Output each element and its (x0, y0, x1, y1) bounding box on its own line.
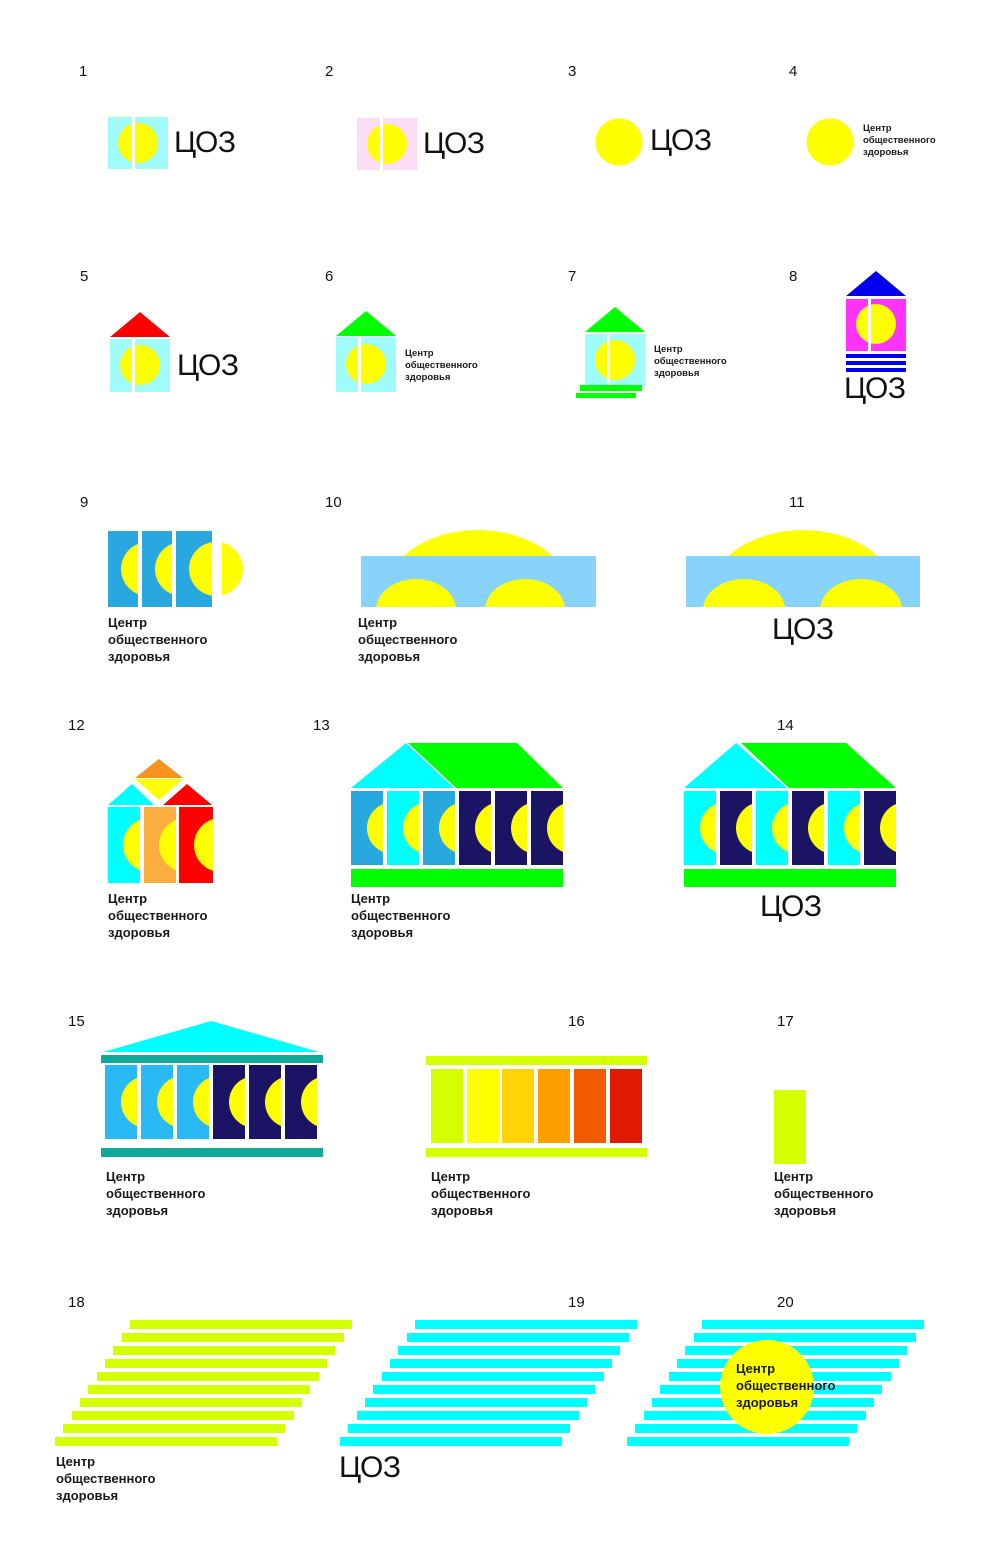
variant-number: 1 (79, 63, 88, 80)
variant-number: 6 (325, 268, 334, 285)
house-six-columns-icon (351, 743, 563, 887)
gradient-columns-icon (426, 1056, 647, 1157)
house-sun-icon (336, 311, 396, 392)
abbreviation-text: ЦОЗ (650, 124, 712, 157)
variant-number: 20 (777, 1294, 794, 1311)
abbreviation-text: ЦОЗ (339, 1451, 401, 1484)
abbreviation-text: ЦОЗ (177, 349, 239, 382)
single-column-icon (774, 1090, 806, 1164)
variant-number: 5 (80, 268, 89, 285)
variant-number: 16 (568, 1013, 585, 1030)
temple-columns-icon (101, 1021, 323, 1157)
abbreviation-text: ЦОЗ (772, 613, 834, 646)
bridge-sun-icon (686, 530, 920, 607)
bridge-sun-icon (361, 530, 596, 607)
window-sun-icon (108, 117, 168, 169)
window-sun-icon (357, 118, 417, 170)
variant-number: 10 (325, 494, 342, 511)
variant-number: 19 (568, 1294, 585, 1311)
variant-number: 3 (568, 63, 577, 80)
sun-circle-icon (595, 118, 643, 166)
variant-number: 7 (568, 268, 577, 285)
tower-sun-icon (846, 271, 906, 372)
variant-number: 17 (777, 1013, 794, 1030)
variant-number: 14 (777, 717, 794, 734)
variant-number: 11 (789, 494, 805, 511)
sun-circle-icon (806, 118, 854, 166)
house-three-columns-icon (108, 759, 213, 883)
stair-stripes-icon (340, 1320, 637, 1446)
variant-number: 4 (789, 63, 798, 80)
house-sun-steps-icon (576, 307, 645, 398)
stair-stripes-sun-icon (627, 1320, 924, 1446)
columns-sun-icon (108, 531, 243, 607)
variant-number: 12 (68, 717, 85, 734)
abbreviation-text: ЦОЗ (174, 126, 236, 159)
abbreviation-text: ЦОЗ (423, 127, 485, 160)
house-six-columns-icon (684, 743, 896, 887)
abbreviation-text: ЦОЗ (844, 372, 906, 405)
variant-number: 8 (789, 268, 798, 285)
variant-number: 15 (68, 1013, 85, 1030)
variant-number: 2 (325, 63, 334, 80)
stair-stripes-icon (55, 1320, 352, 1446)
variant-number: 9 (80, 494, 89, 511)
abbreviation-text: ЦОЗ (760, 890, 822, 923)
variant-number: 18 (68, 1294, 85, 1311)
house-sun-icon (110, 312, 170, 392)
variant-number: 13 (313, 717, 330, 734)
